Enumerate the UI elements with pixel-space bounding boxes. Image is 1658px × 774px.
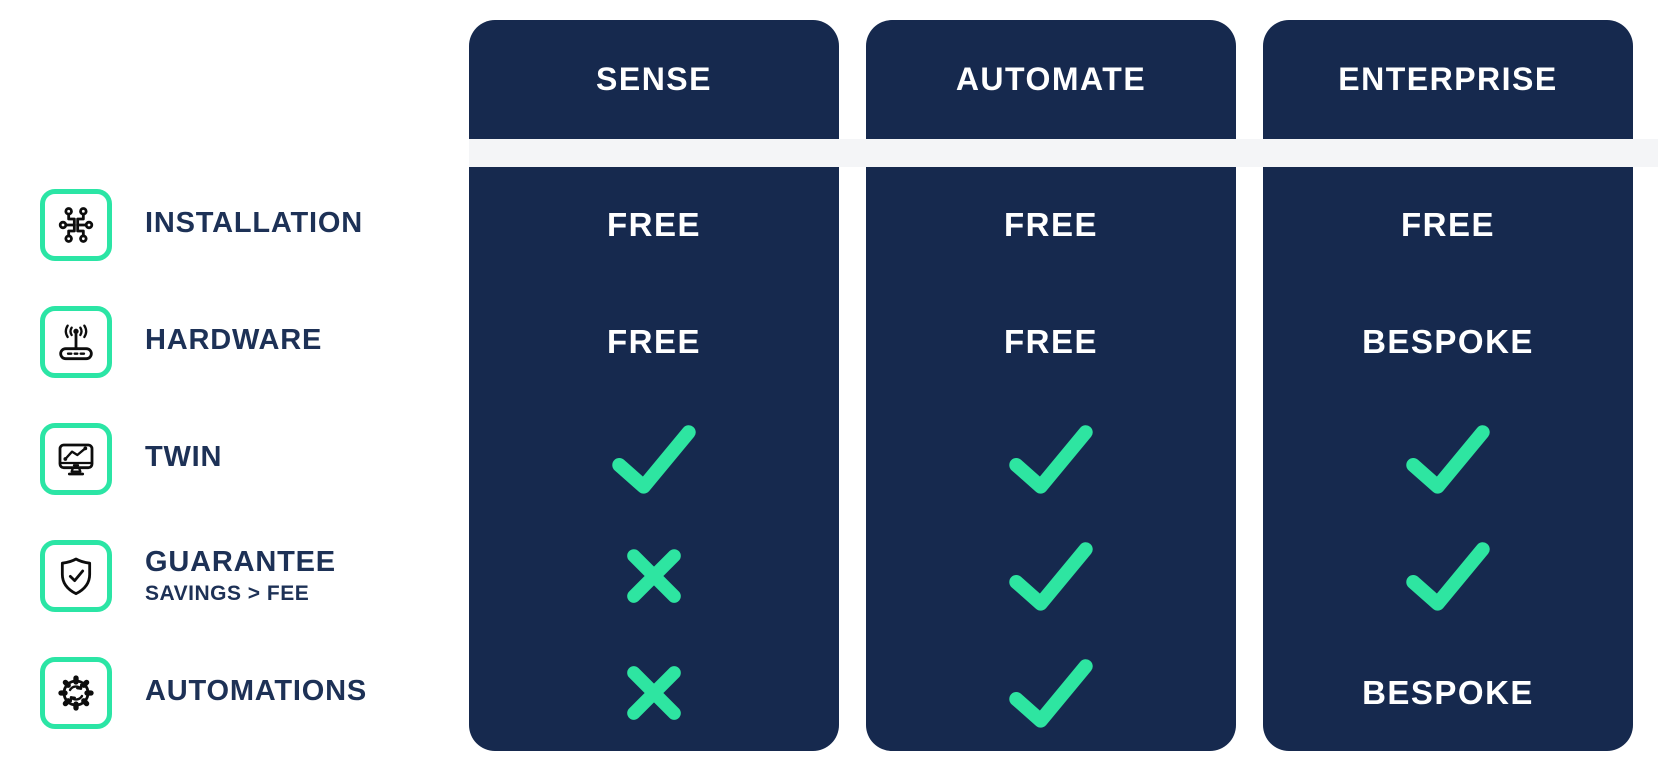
plan-header-sense: SENSE xyxy=(469,20,839,139)
feature-label: HARDWARE xyxy=(145,324,323,357)
cell-enterprise-hardware: BESPOKE xyxy=(1263,284,1633,401)
cell-value: BESPOKE xyxy=(1362,323,1534,361)
feature-label: TWIN xyxy=(145,440,223,473)
cell-automate-installation: FREE xyxy=(866,167,1236,284)
plan-body-automate: FREE FREE xyxy=(866,167,1236,751)
plan-name: AUTOMATE xyxy=(955,61,1147,97)
check-icon xyxy=(612,425,696,495)
plan-body-sense: FREE FREE xyxy=(469,167,839,751)
plan-body-enterprise: FREE BESPOKE BESPOKE xyxy=(1263,167,1633,751)
cell-automate-hardware: FREE xyxy=(866,284,1236,401)
plan-header-enterprise: ENTERPRISE xyxy=(1263,20,1633,139)
cell-sense-installation: FREE xyxy=(469,167,839,284)
cross-icon xyxy=(627,665,681,720)
cell-sense-guarantee xyxy=(469,517,839,634)
cell-value: FREE xyxy=(1003,323,1098,361)
shield-check-icon xyxy=(40,539,112,612)
header-separator-band xyxy=(469,139,1658,167)
plan-column-enterprise: ENTERPRISE FREE BESPOKE xyxy=(1263,20,1633,751)
cross-icon xyxy=(627,548,681,603)
cell-sense-twin xyxy=(469,401,839,518)
monitor-chart-icon xyxy=(40,422,112,495)
feature-row-hardware: HARDWARE xyxy=(40,284,460,401)
network-nodes-icon xyxy=(40,189,112,262)
feature-label: AUTOMATIONS xyxy=(145,674,367,707)
cell-sense-automations xyxy=(469,634,839,751)
cell-enterprise-guarantee xyxy=(1263,517,1633,634)
feature-row-automations: AUTOMATIONS xyxy=(40,634,460,751)
plan-header-automate: AUTOMATE xyxy=(866,20,1236,139)
check-icon xyxy=(1009,659,1093,728)
gear-sync-icon xyxy=(40,656,112,729)
features-column: INSTALLATION HARDWARE xyxy=(40,167,460,751)
cell-enterprise-automations: BESPOKE xyxy=(1263,634,1633,751)
cell-automate-automations xyxy=(866,634,1236,751)
cell-value: FREE xyxy=(606,206,701,244)
cell-automate-guarantee xyxy=(866,517,1236,634)
cell-automate-twin xyxy=(866,401,1236,518)
plan-name: SENSE xyxy=(596,61,712,97)
cell-value: FREE xyxy=(1003,206,1098,244)
cell-enterprise-installation: FREE xyxy=(1263,167,1633,284)
cell-value: FREE xyxy=(1400,206,1495,244)
feature-row-installation: INSTALLATION xyxy=(40,167,460,284)
cell-value: FREE xyxy=(606,323,701,361)
cell-enterprise-twin xyxy=(1263,401,1633,518)
feature-row-guarantee: GUARANTEE SAVINGS > FEE xyxy=(40,517,460,634)
feature-row-twin: TWIN xyxy=(40,401,460,518)
plan-column-sense: SENSE FREE FREE xyxy=(469,20,839,751)
plan-column-automate: AUTOMATE FREE FREE xyxy=(866,20,1236,751)
cell-value: BESPOKE xyxy=(1362,673,1534,711)
feature-label: GUARANTEE xyxy=(145,545,336,578)
check-icon xyxy=(1009,542,1093,611)
cell-sense-hardware: FREE xyxy=(469,284,839,401)
check-icon xyxy=(1406,425,1490,495)
check-icon xyxy=(1009,425,1093,495)
feature-label: INSTALLATION xyxy=(145,207,363,240)
check-icon xyxy=(1406,542,1490,611)
plan-name: ENTERPRISE xyxy=(1338,61,1558,97)
feature-sublabel: SAVINGS > FEE xyxy=(145,581,310,605)
router-antenna-icon xyxy=(40,306,112,379)
